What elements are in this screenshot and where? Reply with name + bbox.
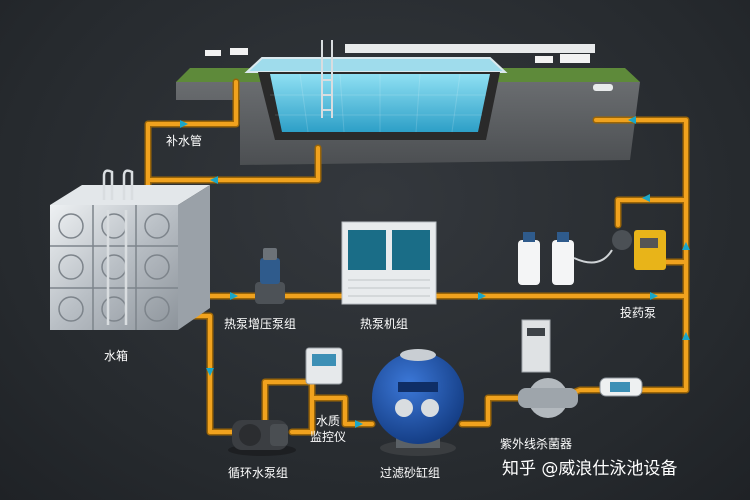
flow-arrow — [206, 368, 214, 376]
water-quality-monitor — [305, 347, 343, 385]
circulation-pump — [228, 420, 296, 456]
water-tank-label: 水箱 — [104, 349, 129, 363]
flow-arrow — [642, 194, 650, 202]
pool-tiles — [270, 73, 486, 133]
sand-filter — [372, 349, 464, 456]
pool-surface — [244, 57, 508, 73]
tank-ladder — [102, 169, 134, 325]
flow-arrow — [628, 116, 636, 124]
flow-arrow — [355, 420, 363, 428]
chemical-tank — [518, 240, 540, 285]
uv-sterilizer — [518, 319, 643, 418]
heat-pump-booster-pump — [255, 248, 285, 304]
chemical-tank — [552, 240, 574, 285]
pool-water — [270, 74, 490, 132]
tank-panels — [50, 205, 178, 330]
flow-arrow — [682, 242, 690, 250]
sand-filter-label: 过滤砂缸组 — [380, 466, 441, 480]
water-tank — [50, 169, 210, 330]
tank-top — [50, 185, 210, 205]
flow-arrow — [682, 332, 690, 340]
heat-pump-unit — [341, 221, 437, 305]
watermark: 知乎 @威浪仕泳池设备 — [502, 459, 678, 479]
circulation-pump-label: 循环水泵组 — [228, 466, 289, 480]
dosing-pump-label: 投药泵 — [620, 306, 657, 320]
pool-ladder — [321, 40, 333, 118]
flow-arrow — [180, 120, 188, 128]
flow-arrows — [180, 116, 690, 428]
uv-sterilizer-label: 紫外线杀菌器 — [500, 437, 573, 451]
makeup-pipe-label: 补水管 — [166, 134, 203, 148]
pool-building-wall — [345, 44, 595, 53]
tank-front — [50, 205, 178, 330]
deck-chairs — [205, 48, 590, 63]
dosing-system — [518, 230, 666, 285]
water-quality-monitor-label-line2: 监控仪 — [310, 430, 347, 444]
flow-arrow — [210, 176, 218, 184]
flow-arrow — [230, 292, 238, 300]
heat-pump-unit-label: 热泵机组 — [360, 317, 409, 331]
swimming-pool — [176, 40, 640, 165]
dosing-controller — [634, 230, 666, 270]
flow-arrow — [650, 292, 658, 300]
skimmer-fittings — [593, 84, 613, 91]
water-quality-monitor-label-line1: 水质 — [316, 414, 341, 428]
heat-pump-booster-label: 热泵增压泵组 — [224, 317, 297, 331]
flow-arrow — [478, 292, 486, 300]
dosing-pump-motor — [612, 230, 632, 250]
tank-side — [178, 185, 210, 330]
